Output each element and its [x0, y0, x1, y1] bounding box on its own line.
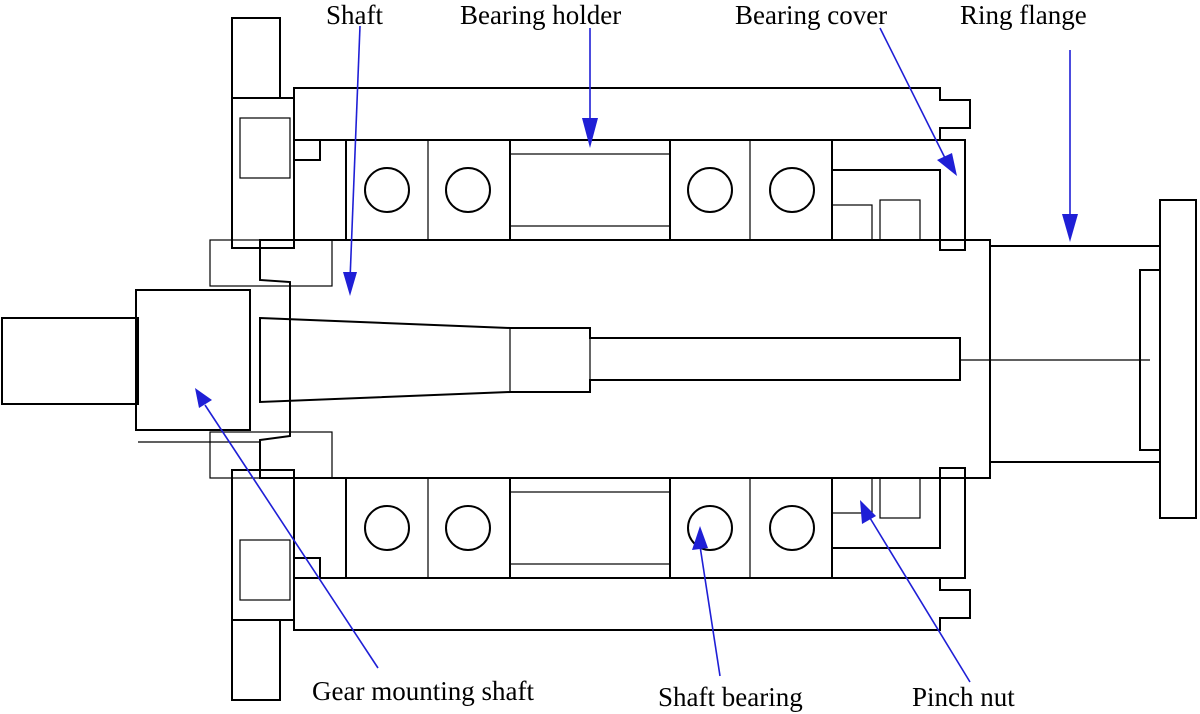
arrow-gear-mounting-shaft	[195, 388, 379, 669]
label-bearing-cover: Bearing cover	[735, 0, 887, 30]
left-end-plate	[231, 17, 295, 701]
label-bearing-holder: Bearing holder	[460, 0, 621, 30]
label-pinch-nut: Pinch nut	[912, 682, 1015, 712]
bearing-cover	[831, 139, 966, 579]
shaft-body	[259, 239, 1150, 479]
top-bearings	[345, 139, 833, 241]
arrow-shaft	[343, 25, 361, 296]
pinch-nut-parts	[831, 199, 921, 519]
arrow-bearing-holder	[582, 28, 598, 148]
bottom-bearings	[345, 477, 833, 579]
label-shaft-bearing: Shaft bearing	[658, 682, 803, 712]
arrow-ring-flange	[1062, 50, 1078, 242]
arrow-bearing-cover	[879, 27, 957, 176]
ring-flange	[989, 199, 1197, 519]
left-bolts	[209, 117, 333, 601]
label-ring-flange: Ring flange	[960, 0, 1087, 30]
arrow-shaft-bearing	[692, 526, 721, 677]
label-gear-mounting-shaft: Gear mounting shaft	[312, 676, 534, 706]
arrow-pinch-nut	[860, 500, 971, 683]
label-shaft: Shaft	[326, 0, 383, 30]
gear-mounting-shaft	[1, 289, 260, 443]
